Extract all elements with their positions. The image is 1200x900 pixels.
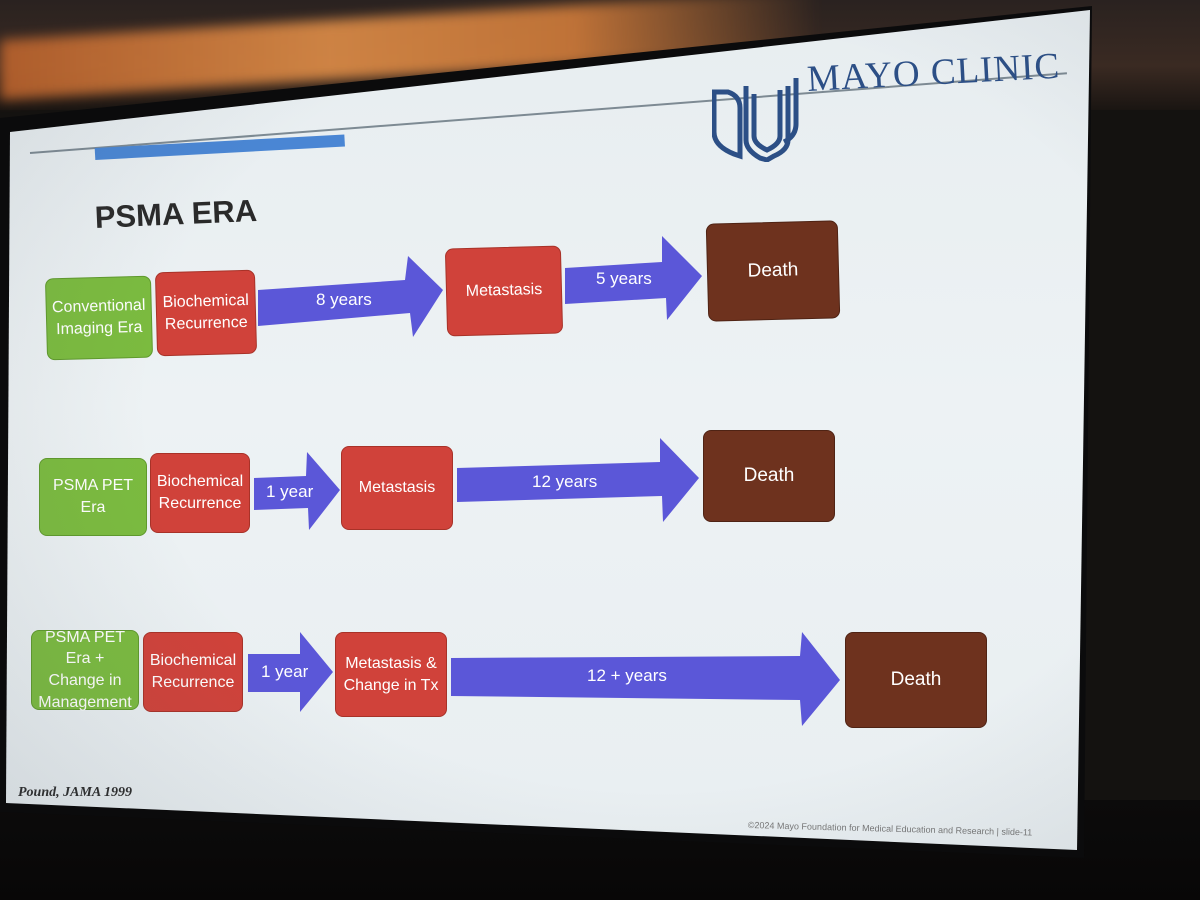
row1-metastasis-box: Metastasis <box>444 245 564 337</box>
arrow-row1-to-death <box>565 236 702 320</box>
row2-interval-metastasis-label: 1 year <box>266 482 314 501</box>
row1-interval-death-label: 5 years <box>596 269 652 288</box>
arrow-row3-to-metastasis <box>248 632 333 712</box>
arrow-row3-to-death <box>451 632 840 726</box>
row2-recurrence-box: Biochemical Recurrence <box>150 453 250 533</box>
row2-metastasis-box: Metastasis <box>341 446 453 530</box>
row1-recurrence-box: Biochemical Recurrence <box>154 269 258 357</box>
row3-interval-death-label: 12 + years <box>587 666 667 685</box>
citation-footer: Pound, JAMA 1999 <box>18 785 132 800</box>
arrow-row2-to-death <box>457 438 699 522</box>
row2-era-box: PSMA PET Era <box>39 458 147 536</box>
row3-recurrence-box: Biochemical Recurrence <box>143 632 243 712</box>
row2-interval-death-label: 12 years <box>532 472 598 491</box>
row1-interval-metastasis-label: 8 years <box>316 290 372 309</box>
mayo-clinic-logo: MAYO CLINIC <box>712 44 1061 164</box>
row2-death-box: Death <box>703 430 835 522</box>
row3-metastasis-box: Metastasis & Change in Tx <box>335 632 447 717</box>
row3-era-box: PSMA PET Era + Change in Management <box>31 629 139 711</box>
row1-era-box: Conventional Imaging Era <box>44 275 154 361</box>
mayo-shield-icon <box>712 78 799 162</box>
row3-interval-metastasis-label: 1 year <box>261 662 309 681</box>
row1-death-box: Death <box>705 220 841 322</box>
arrow-row1-to-metastasis <box>258 256 443 337</box>
row3-death-box: Death <box>845 632 987 728</box>
arrow-row2-to-metastasis <box>254 452 340 530</box>
